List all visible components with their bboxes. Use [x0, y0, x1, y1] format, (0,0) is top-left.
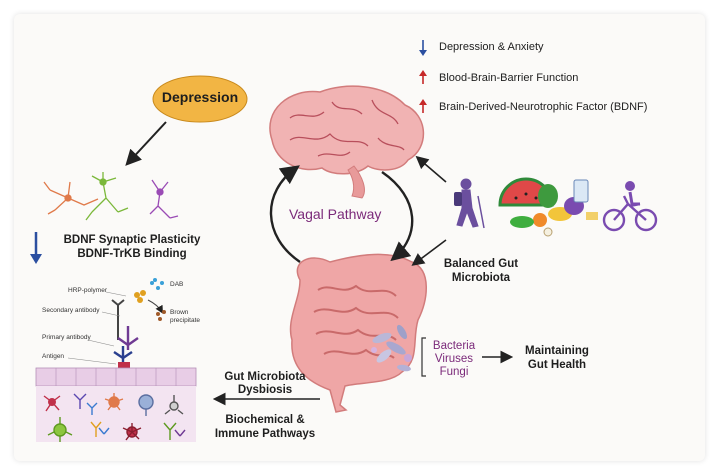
balanced-gut-label-2: Microbiota [451, 272, 511, 284]
gut-icon [289, 253, 427, 413]
legend-arrow-up-2 [419, 99, 427, 113]
lifestyle-to-gut-arrow [411, 239, 447, 266]
balanced-gut-label-1: Balanced Gut [443, 258, 519, 270]
neurons-icon [43, 172, 179, 221]
vagal-arrow-up [269, 165, 301, 263]
pathways-label-1: Biochemical & [225, 414, 305, 426]
maintaining-gut-health-2: Gut Health [527, 359, 587, 371]
brain-icon [269, 85, 425, 199]
depression-label: Depression [161, 89, 239, 105]
depression-arrow [125, 121, 167, 166]
lifestyle-to-brain-arrow [415, 155, 447, 183]
ihc-precipitate-label: precipitate [170, 317, 200, 324]
ihc-brown-label: Brown [170, 309, 189, 316]
healthy-food-icon [498, 177, 598, 237]
vagal-arrow-down [381, 171, 414, 262]
microbe-fungi: Fungi [439, 366, 469, 378]
legend-arrow-down [419, 40, 427, 56]
pathways-label-2: Immune Pathways [214, 428, 316, 440]
microbe-bacteria: Bacteria [432, 340, 476, 352]
microbe-viruses: Viruses [434, 353, 474, 365]
hiker-icon [454, 178, 485, 229]
legend-arrow-up-1 [419, 70, 427, 84]
cyclist-icon [602, 181, 658, 232]
bdnf-plasticity-label: BDNF Synaptic Plasticity [63, 234, 201, 246]
ihc-dab-label: DAB [170, 281, 184, 288]
legend-item-bdnf: Brain-Derived-Neurotrophic Factor (BDNF) [439, 101, 648, 113]
ihc-antigen-label: Antigen [42, 353, 65, 360]
maintaining-gut-health-1: Maintaining [525, 345, 589, 357]
ihc-hrp-label: HRP-polymer [68, 287, 108, 294]
legend-item-depression-anxiety: Depression & Anxiety [439, 41, 544, 53]
vagal-pathway-label: Vagal Pathway [289, 206, 382, 222]
bdnf-trkb-label: BDNF-TrKB Binding [77, 248, 187, 260]
legend-item-bbb-function: Blood-Brain-Barrier Function [439, 72, 579, 84]
ihc-schematic [35, 278, 197, 442]
depression-bubble [152, 75, 248, 123]
microbes-bracket [421, 337, 426, 377]
dysbiosis-label-1: Gut Microbiota [224, 371, 306, 383]
ihc-secondary-label: Secondary antibody [42, 307, 100, 314]
dysbiosis-label-2: Dysbiosis [237, 384, 293, 396]
microbes-icon [371, 324, 412, 372]
ihc-primary-label: Primary antibody [42, 334, 91, 341]
